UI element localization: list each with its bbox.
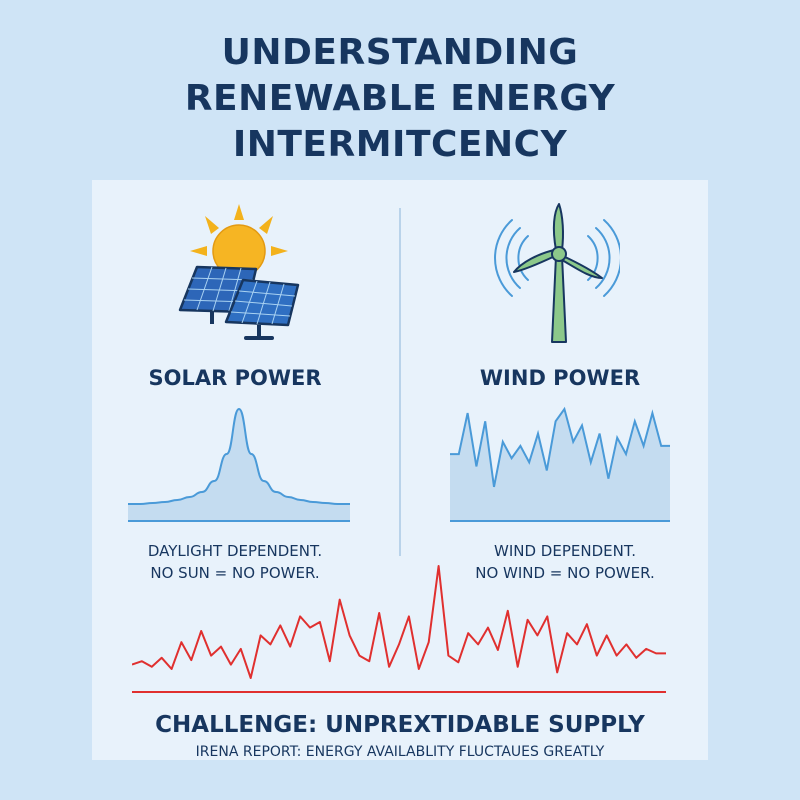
wind-desc-line-1: WIND DEPENDENT. bbox=[494, 542, 636, 560]
section-divider bbox=[399, 208, 401, 556]
combined-curve-line bbox=[132, 565, 666, 679]
challenge-heading: CHALLENGE: UNPREXTIDABLE SUPPLY bbox=[155, 712, 645, 738]
title-line-3: INTERMITCENCY bbox=[232, 124, 568, 165]
wind-description: WIND DEPENDENT. NO WIND = NO POWER. bbox=[440, 540, 690, 584]
wind-desc-line-2: NO WIND = NO POWER. bbox=[475, 564, 655, 582]
wind-curve-line bbox=[450, 406, 670, 488]
wind-curve-fill bbox=[450, 409, 670, 521]
title-line-2: RENEWABLE ENERGY bbox=[184, 78, 616, 119]
solar-desc-line-2: NO SUN = NO POWER. bbox=[150, 564, 320, 582]
wind-output-curve bbox=[450, 406, 670, 522]
solar-description: DAYLIGHT DEPENDENT. NO SUN = NO POWER. bbox=[110, 540, 360, 584]
solar-desc-line-1: DAYLIGHT DEPENDENT. bbox=[147, 542, 323, 560]
solar-panel-sun-icon bbox=[178, 204, 300, 340]
solar-output-curve bbox=[128, 407, 350, 522]
solar-power-label: SOLAR POWER bbox=[148, 366, 322, 390]
solar-curve-fill bbox=[128, 409, 350, 521]
title-line-1: UNDERSTANDING bbox=[221, 32, 579, 73]
solar-curve-line bbox=[128, 407, 350, 505]
page-title: UNDERSTANDING RENEWABLE ENERGY INTERMITC… bbox=[0, 30, 800, 168]
combined-supply-curve bbox=[132, 565, 666, 693]
wind-power-label: WIND POWER bbox=[479, 366, 641, 390]
source-note: IRENA REPORT: ENERGY AVAILABLITY FLUCTAU… bbox=[195, 744, 605, 760]
wind-turbine-icon bbox=[494, 203, 620, 343]
